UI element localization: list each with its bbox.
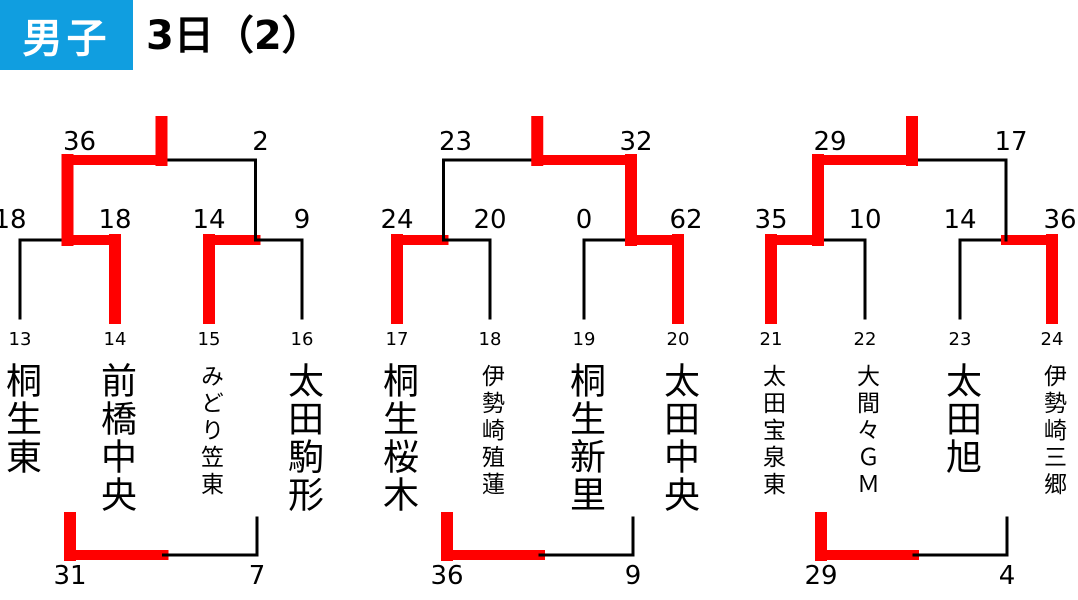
bottom-score-left: 31: [53, 561, 86, 591]
r2-score-right: 32: [619, 127, 652, 157]
r2-score-right: 2: [252, 127, 269, 157]
team-seed: 22: [854, 329, 877, 350]
r2-score-left: 23: [439, 127, 472, 157]
team-name: 伊勢崎三郷: [1039, 364, 1066, 499]
r1-score-left: 14: [192, 205, 225, 235]
team-seed: 17: [386, 329, 409, 350]
team-name: 伊勢崎殖蓮: [477, 364, 504, 499]
team-seed: 16: [291, 329, 314, 350]
team-seed: 13: [9, 329, 32, 350]
r2-score-left: 36: [63, 127, 96, 157]
r1-score-left: 14: [943, 205, 976, 235]
r1-score-left: 0: [576, 205, 593, 235]
page-title: 3日（2）: [146, 13, 322, 59]
team-seed: 15: [198, 329, 221, 350]
r1-score-right: 36: [1043, 205, 1076, 235]
bottom-score-left: 36: [430, 561, 463, 591]
team-name: 桐生東: [0, 362, 41, 476]
team-seed: 21: [760, 329, 783, 350]
gender-badge: 男子: [0, 0, 133, 70]
team-name: 桐生新里: [564, 362, 605, 514]
team-name: 大間々ＧＭ: [852, 364, 879, 499]
team-name: 桐生桜木: [377, 362, 418, 514]
r1-score-right: 62: [669, 205, 702, 235]
bottom-score-left: 29: [804, 561, 837, 591]
r1-score-left: 18: [0, 205, 27, 235]
team-seed: 20: [667, 329, 690, 350]
r1-score-right: 10: [848, 205, 881, 235]
team-name: 太田中央: [658, 362, 699, 514]
team-seed: 18: [479, 329, 502, 350]
team-name: 太田旭: [940, 362, 981, 476]
team-seed: 24: [1041, 329, 1064, 350]
r1-score-right: 18: [98, 205, 131, 235]
r2-score-left: 29: [813, 127, 846, 157]
team-name: 太田宝泉東: [758, 364, 785, 499]
r1-score-right: 9: [294, 205, 311, 235]
r1-score-left: 24: [380, 205, 413, 235]
team-name: 太田駒形: [282, 362, 323, 514]
team-seed: 23: [949, 329, 972, 350]
r2-score-right: 17: [994, 127, 1027, 157]
team-seed: 19: [573, 329, 596, 350]
team-name: みどり笠東: [196, 364, 223, 499]
team-name: 前橋中央: [95, 362, 136, 514]
team-seed: 14: [104, 329, 127, 350]
bottom-score-right: 4: [999, 561, 1016, 591]
r1-score-left: 35: [754, 205, 787, 235]
r1-score-right: 20: [473, 205, 506, 235]
bottom-score-right: 7: [249, 561, 266, 591]
bottom-score-right: 9: [625, 561, 642, 591]
